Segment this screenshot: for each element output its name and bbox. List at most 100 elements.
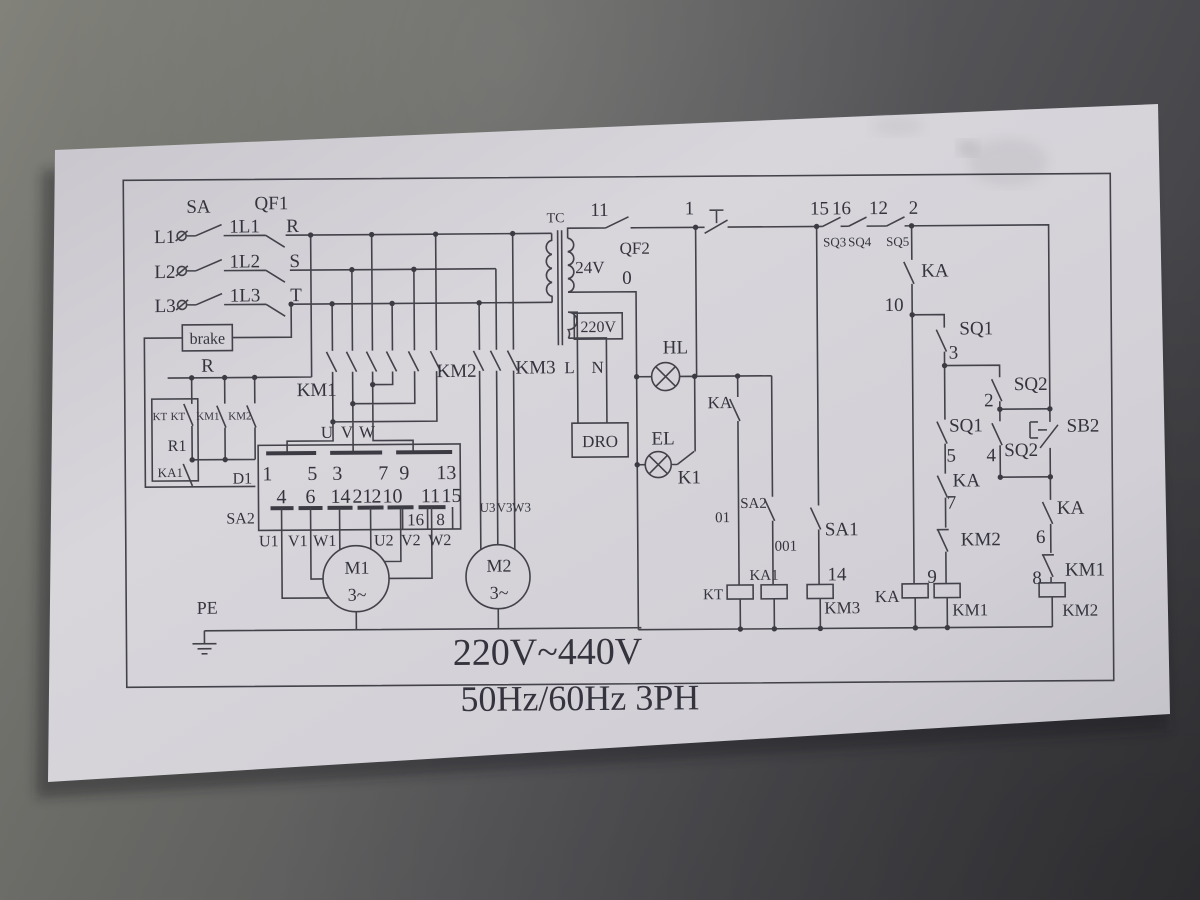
- label-24v: 24V: [575, 258, 605, 277]
- label-k1: K1: [678, 467, 701, 488]
- phase-buses: R S T: [285, 216, 553, 306]
- label-l2: L2: [154, 262, 175, 283]
- label-w1: W1: [313, 533, 336, 550]
- terminal-number: 14: [330, 486, 350, 508]
- terminal-number: 1: [262, 463, 272, 485]
- main-contactors: KM1 KM2 KM3 U V W: [286, 233, 556, 550]
- label-km1-bank: KM1: [297, 380, 337, 401]
- label-km3-bank: KM3: [515, 357, 555, 378]
- terminal-number: 13: [436, 462, 456, 484]
- label-km2-interlock: KM2: [961, 529, 1001, 550]
- label-hl: HL: [663, 337, 688, 358]
- brake-circuit: brake R KT KT KM1 KM2 R1 KA1 D1: [143, 235, 313, 488]
- label-node-2-top: 2: [909, 198, 919, 219]
- label-node-10: 10: [885, 295, 904, 316]
- label-w: W: [359, 423, 376, 442]
- km3-coil: [806, 583, 834, 600]
- label-pe: PE: [197, 598, 218, 618]
- label-node-11: 11: [590, 200, 608, 221]
- label-wire-01: 01: [715, 510, 730, 526]
- incoming-supply: SA QF1 L1 L2 L3 1L1 1L2 1L3: [154, 193, 288, 317]
- label-ka-contact-rev: KA: [1057, 498, 1085, 519]
- label-node-0: 0: [622, 268, 632, 289]
- protective-earth: PE: [192, 598, 642, 655]
- terminal-number: 3: [332, 463, 342, 485]
- label-ka1-contact: KA1: [158, 465, 183, 480]
- terminal-number: 2: [371, 486, 381, 508]
- label-sq1-lower: SQ1: [949, 415, 983, 436]
- label-node-1: 1: [685, 198, 695, 219]
- label-sa1: SA1: [825, 519, 859, 540]
- label-r-node: R: [201, 356, 214, 377]
- label-kt-contact-b: KT: [171, 411, 186, 423]
- terminal-number: 9: [399, 462, 409, 484]
- label-phase-t: T: [290, 285, 302, 306]
- label-l1: L1: [154, 227, 175, 248]
- el-lamp: [644, 450, 673, 479]
- label-kt-contact-a: KT: [153, 411, 168, 423]
- label-u2: U2: [374, 532, 394, 549]
- control-left-branches: KA 01 KT SA2 001 KA1 SA1 14 KM3: [694, 226, 860, 630]
- label-r1: R1: [168, 438, 187, 455]
- label-ka-contact-kt: KA: [707, 393, 732, 412]
- dro-box: [571, 421, 629, 459]
- rating-voltage: 220V~440V: [453, 631, 643, 674]
- label-dro: DRO: [582, 432, 618, 451]
- label-v: V: [341, 423, 354, 442]
- control-right-branches: KA 10 KA SQ1 3 SQ2 2 SQ1 5 SQ2 4 SB2 KA …: [638, 225, 1105, 631]
- label-node-5: 5: [946, 446, 956, 467]
- label-u: U: [321, 423, 333, 442]
- label-km2-contact: KM2: [228, 410, 251, 422]
- terminal-number: 8: [436, 510, 445, 529]
- label-km1-coil: KM1: [952, 600, 988, 619]
- label-sq2-lower: SQ2: [1004, 440, 1038, 461]
- control-top-line: 1 15 16 12 2 SQ3 SQ4 SQ5: [630, 198, 1051, 409]
- label-qf1-breaker: QF1: [254, 193, 288, 214]
- label-1l1: 1L1: [229, 216, 260, 237]
- rectifier-box: [150, 398, 200, 482]
- ka1-coil: [760, 583, 788, 600]
- label-v2: V2: [401, 532, 421, 549]
- label-km2-bank: KM2: [436, 361, 476, 382]
- hl-lamp: [650, 361, 681, 392]
- paper-sheet: [48, 104, 1170, 782]
- label-sa2-switch: SA2: [740, 496, 767, 512]
- label-kt-coil: KT: [703, 587, 723, 603]
- schematic-frame: [122, 172, 1115, 689]
- label-km2-coil: KM2: [1062, 601, 1098, 620]
- label-d1: D1: [232, 470, 252, 487]
- label-km1-interlock: KM1: [1065, 559, 1105, 580]
- label-m2: M2: [486, 556, 511, 576]
- label-sq5: SQ5: [886, 234, 909, 249]
- label-1l2: 1L2: [229, 251, 260, 272]
- label-sa-switch: SA: [186, 197, 211, 218]
- label-ka1-coil: KA1: [749, 568, 778, 584]
- transformer-tc: TC 24V 220V 11 QF2 0 L N DRO: [545, 200, 650, 630]
- label-node-15: 15: [810, 198, 829, 219]
- label-sb2: SB2: [1067, 416, 1100, 437]
- label-wire-001: 001: [775, 539, 798, 555]
- label-el: EL: [651, 428, 674, 449]
- label-line-l: L: [564, 358, 575, 377]
- terminal-number: 5: [307, 463, 317, 485]
- label-tc: TC: [547, 211, 565, 226]
- label-node-14: 14: [827, 564, 847, 585]
- label-node-4: 4: [986, 445, 996, 466]
- label-qf2: QF2: [620, 239, 650, 258]
- label-node-9: 9: [927, 567, 937, 588]
- label-km3-coil: KM3: [824, 598, 860, 617]
- label-v3: V3: [497, 500, 513, 515]
- junction-dots: [188, 223, 1054, 632]
- label-m1-phase: 3~: [348, 585, 367, 605]
- terminal-number: 4: [276, 486, 286, 508]
- label-l3: L3: [154, 296, 175, 317]
- terminal-number: 11: [421, 485, 440, 507]
- label-sq1-top: SQ1: [959, 318, 993, 339]
- label-u3: U3: [480, 500, 496, 515]
- label-ka-contact-fwd: KA: [953, 470, 981, 491]
- label-m2-phase: 3~: [490, 583, 509, 603]
- label-1l3: 1L3: [230, 285, 261, 306]
- label-220v: 220V: [580, 319, 616, 336]
